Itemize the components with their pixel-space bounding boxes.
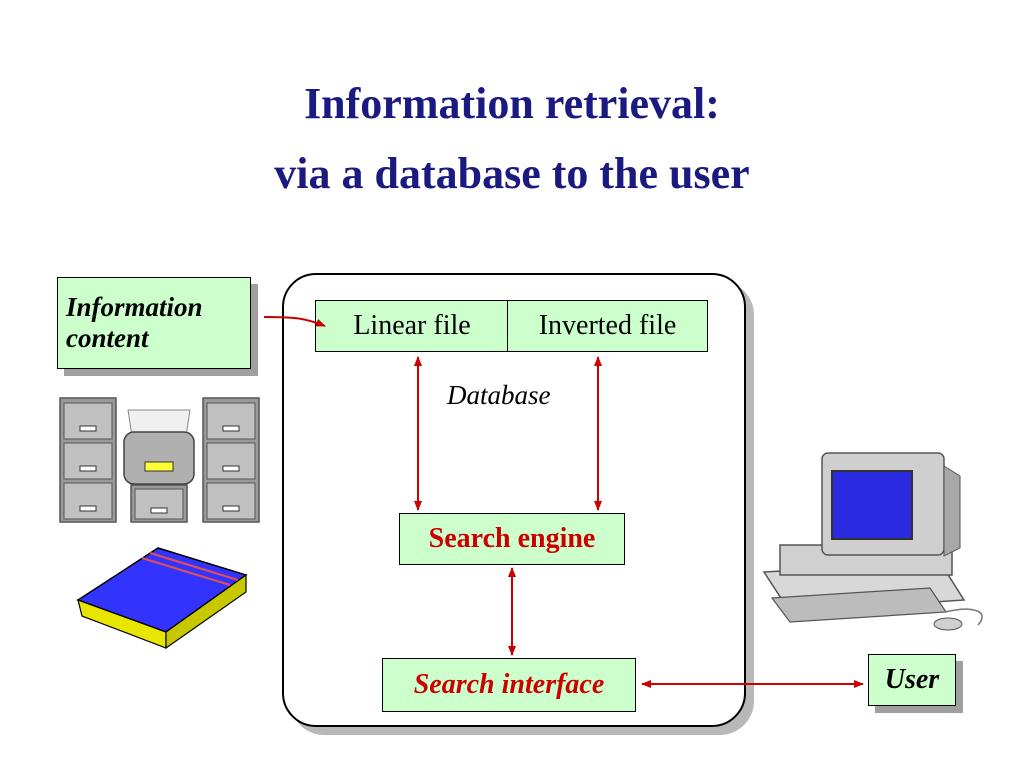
content-connector-arrow xyxy=(263,316,326,327)
inverted-file-box: Inverted file xyxy=(507,300,708,352)
user-label: User xyxy=(884,664,940,695)
search-engine-label: Search engine xyxy=(428,523,596,554)
search-engine-box: Search engine xyxy=(399,513,625,565)
search-interface-label: Search interface xyxy=(413,669,605,700)
linear-file-box: Linear file xyxy=(315,300,509,352)
database-label: Database xyxy=(447,380,551,410)
book-icon xyxy=(76,547,248,650)
linear-file-label: Linear file xyxy=(353,310,471,341)
page-title-line1: Information retrieval: xyxy=(304,79,720,128)
information-content-label: Information content xyxy=(66,291,203,353)
computer-icon xyxy=(762,452,983,631)
inverted-file-label: Inverted file xyxy=(538,310,677,341)
search-interface-box: Search interface xyxy=(382,658,636,712)
user-box: User xyxy=(868,654,956,706)
filing-cabinet-icon xyxy=(59,397,260,523)
page-title-line2: via a database to the user xyxy=(274,149,750,198)
information-content-box: Information content xyxy=(57,277,251,369)
